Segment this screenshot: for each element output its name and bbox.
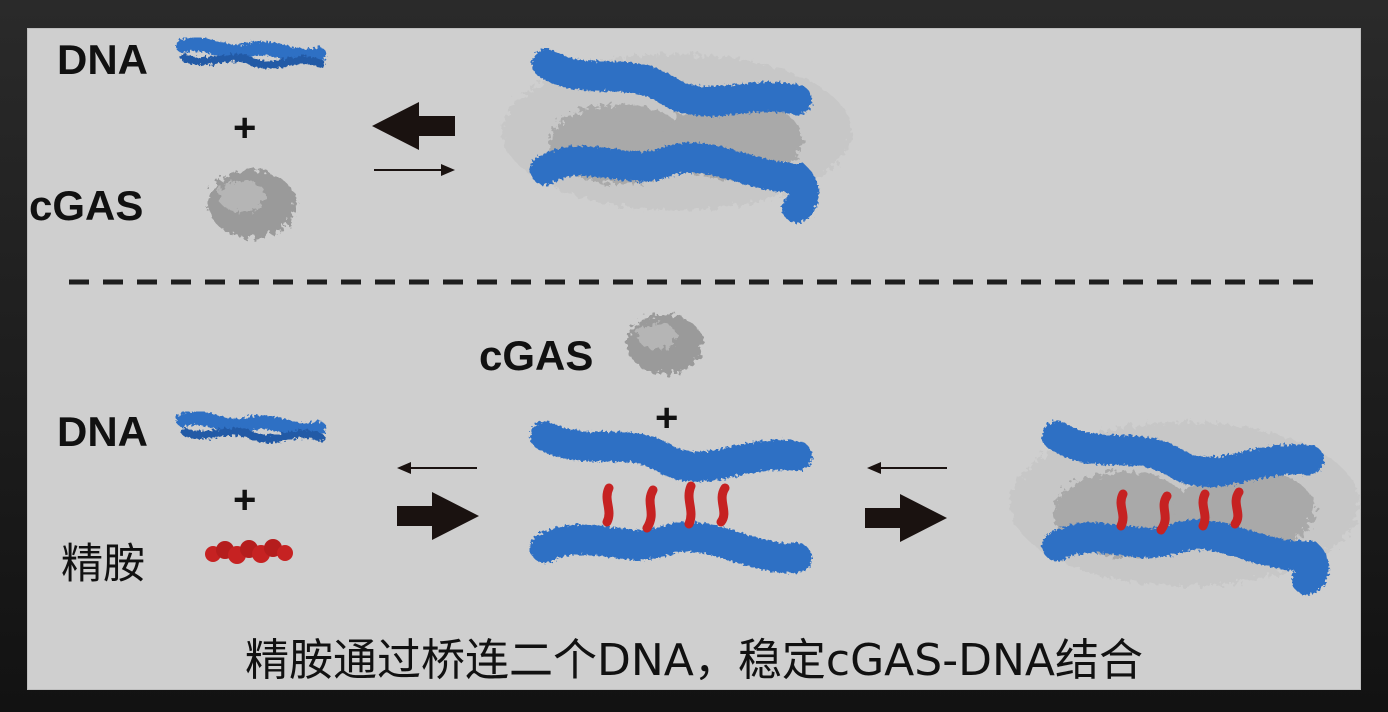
spermine-molecule-icon	[205, 539, 293, 564]
plus-sign-top: +	[233, 106, 257, 150]
dna-label-top: DNA	[57, 36, 148, 83]
diagram-caption: 精胺通过桥连二个DNA，稳定cGAS-DNA结合	[245, 635, 1143, 686]
dna-label-bottom: DNA	[57, 408, 148, 455]
equilibrium-arrows-bottom-2	[865, 462, 947, 542]
cgas-label-top: cGAS	[29, 182, 144, 229]
equilibrium-arrows-bottom-1	[397, 462, 479, 540]
cgas-dna-spermine-complex	[1010, 421, 1360, 595]
diagram-panel: DNA + cGAS cGAS + DNA + 精胺 精胺通过桥连二个DNA，稳…	[27, 28, 1361, 690]
spermine-label: 精胺	[61, 539, 146, 588]
equilibrium-arrows-top	[372, 102, 455, 176]
diagram-artwork	[69, 37, 1360, 595]
plus-sign-bottom-center: +	[655, 396, 679, 440]
dna-strand-icon	[176, 411, 326, 443]
cgas-label-bottom: cGAS	[479, 332, 594, 379]
dna-strand-icon	[176, 37, 326, 69]
cgas-protein-icon	[208, 170, 296, 238]
plus-sign-bottom-left: +	[233, 478, 257, 522]
cgas-dna-complex-top	[502, 49, 852, 223]
cgas-protein-icon	[627, 314, 703, 374]
spermine-bridged-dna	[530, 421, 812, 574]
